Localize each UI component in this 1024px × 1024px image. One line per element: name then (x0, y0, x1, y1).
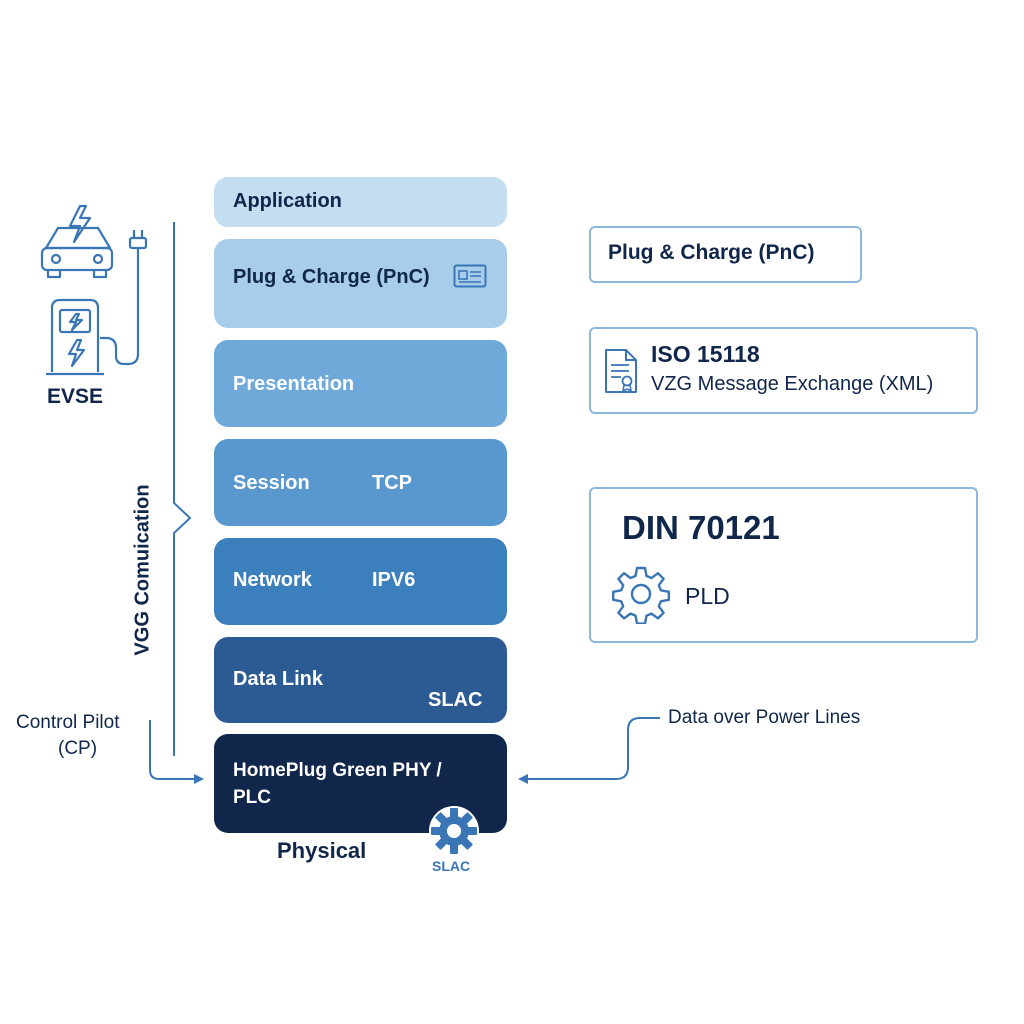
charging-station-icon (46, 298, 104, 376)
layer-network-tag: IPV6 (372, 569, 416, 591)
slac-gear-icon (429, 806, 479, 856)
plug-icon (100, 230, 148, 366)
layer-data-link-label: Data Link (233, 668, 324, 690)
layer-plug-and-charge: Plug & Charge (PnC) (214, 239, 507, 328)
iso-subtitle: VZG Message Exchange (XML) (651, 373, 934, 395)
pnc-card-label: Plug & Charge (PnC) (608, 241, 815, 264)
layer-physical-label-line2: PLC (233, 787, 271, 808)
layer-presentation: Presentation (214, 340, 507, 427)
layer-session-tag: TCP (372, 472, 412, 494)
din-subtitle: PLD (685, 583, 730, 609)
data-over-power-lines-label: Data over Power Lines (668, 707, 861, 728)
physical-caption: Physical (277, 838, 367, 863)
layer-application: Application (214, 177, 507, 227)
control-pilot-abbr: (CP) (58, 738, 98, 759)
layer-session-label: Session (233, 472, 310, 494)
pnc-card: Plug & Charge (PnC) (589, 226, 862, 283)
layer-pnc-label: Plug & Charge (PnC) (233, 266, 430, 288)
layer-application-label: Application (233, 190, 342, 212)
layer-physical-label-line1: HomePlug Green PHY / (233, 760, 442, 781)
layer-presentation-label: Presentation (233, 373, 355, 395)
iso-15118-card: ISO 15118 VZG Message Exchange (XML) (589, 327, 978, 414)
layer-data-link: Data Link SLAC (214, 637, 507, 723)
din-title: DIN 70121 (622, 509, 780, 546)
ev-car-icon (40, 204, 114, 279)
slac-gear-label: SLAC (432, 858, 471, 874)
document-certificate-icon (605, 349, 637, 393)
layer-network: Network IPV6 (214, 538, 507, 625)
layer-network-label: Network (233, 569, 312, 591)
layer-data-link-tag: SLAC (428, 689, 483, 711)
gear-icon (612, 566, 670, 624)
certificate-card-icon (453, 264, 487, 288)
vgg-communication-label: VGG Comuication (131, 484, 154, 656)
layer-session: Session TCP (214, 439, 507, 526)
evse-label: EVSE (47, 385, 104, 408)
iso-title: ISO 15118 (651, 341, 760, 367)
din-70121-card: DIN 70121 PLD (589, 487, 978, 643)
control-pilot-label: Control Pilot (16, 712, 120, 733)
